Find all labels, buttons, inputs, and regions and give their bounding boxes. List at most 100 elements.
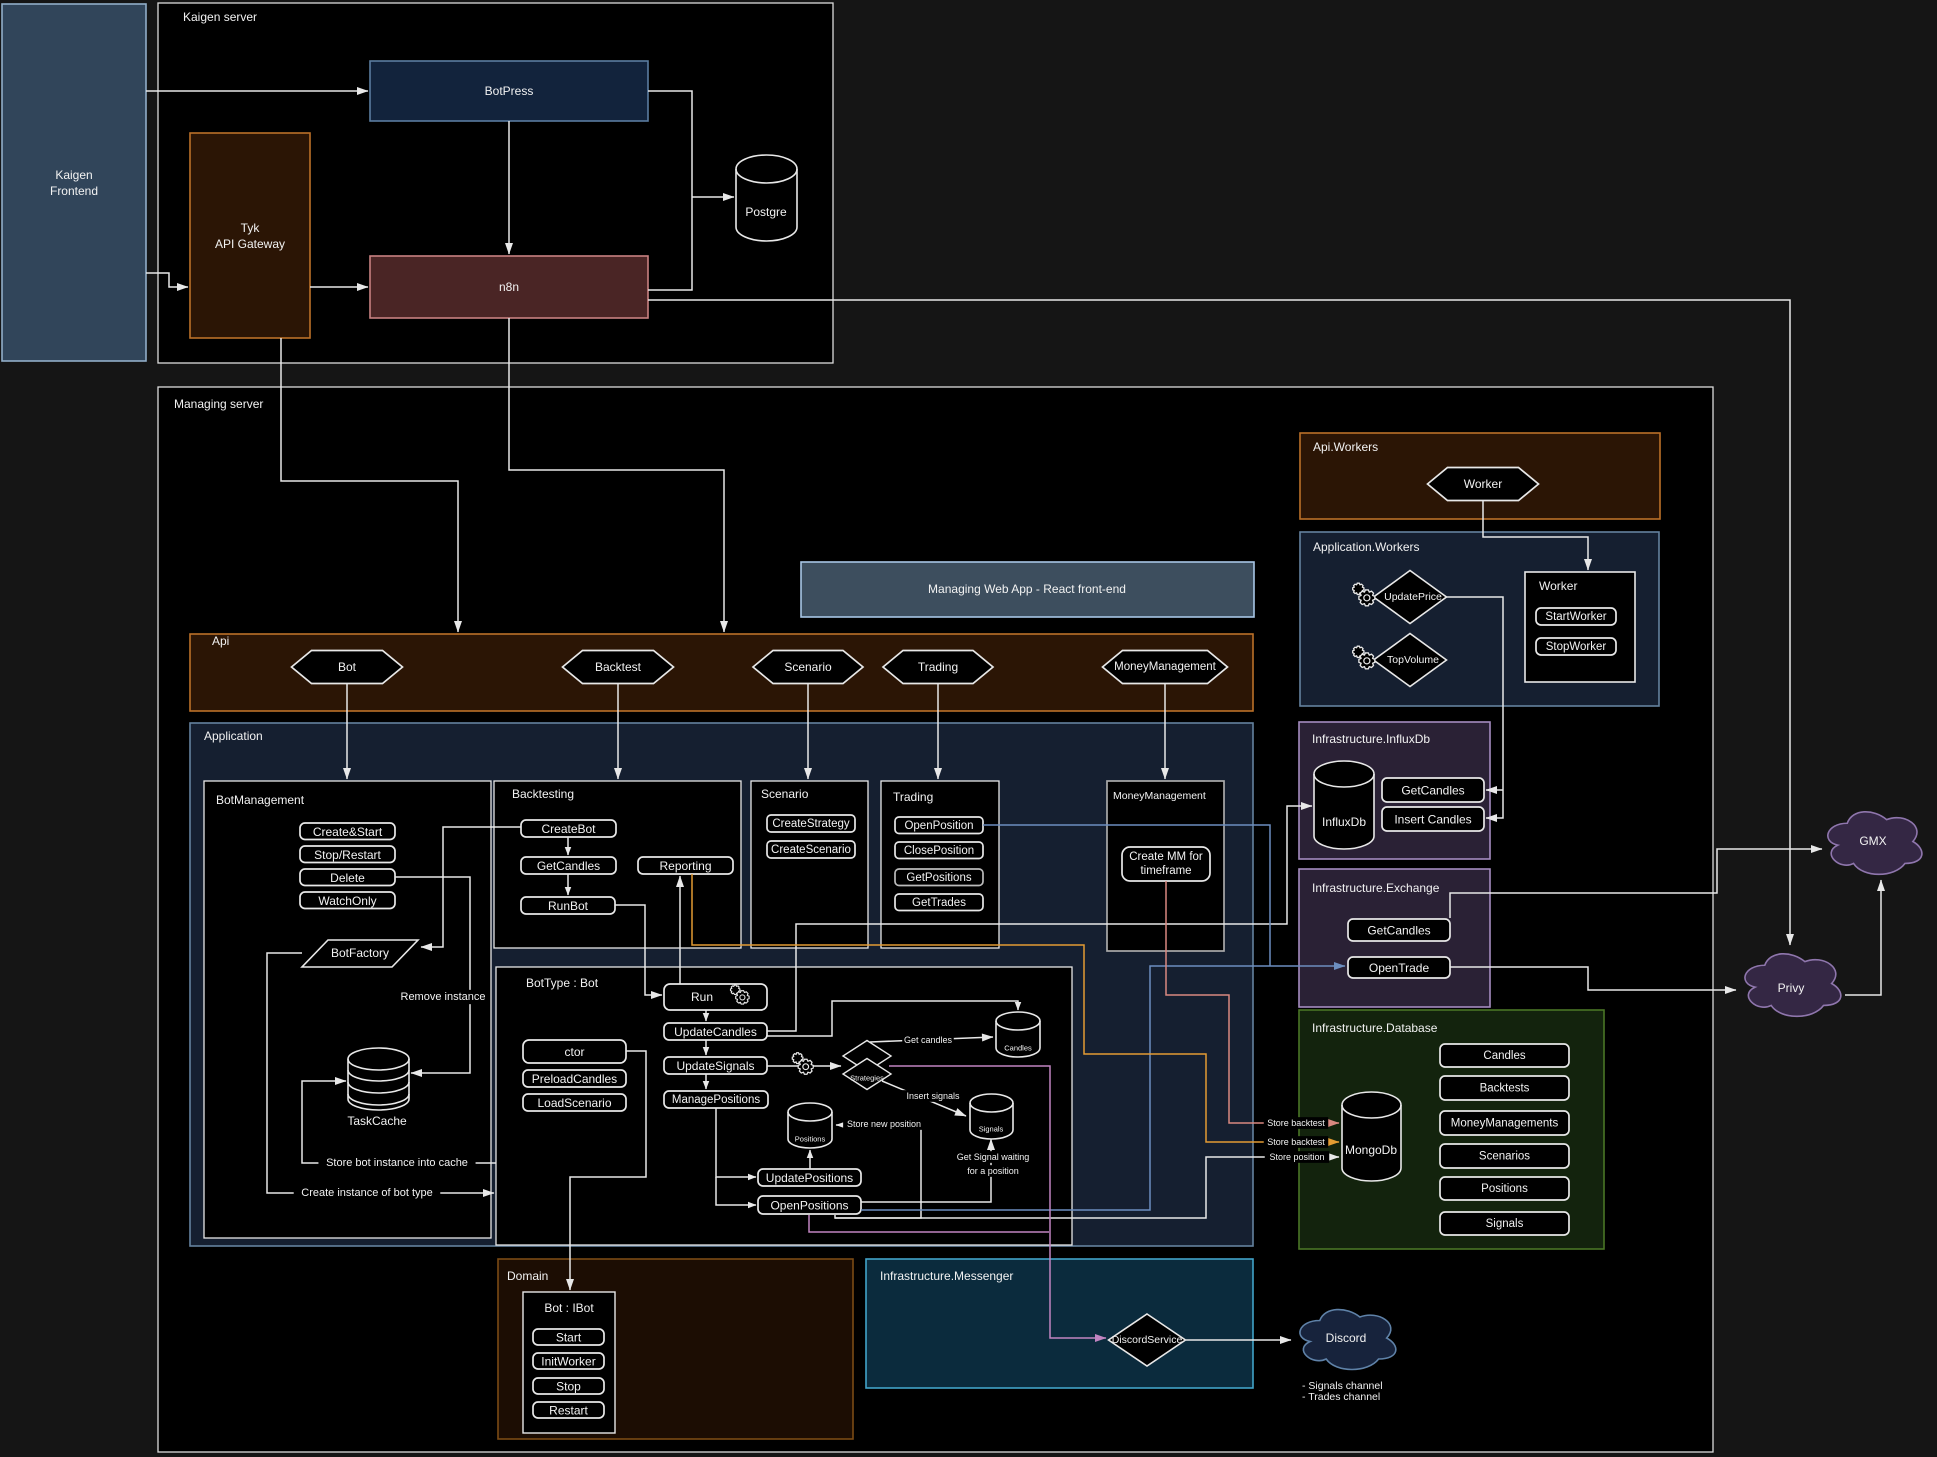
svg-text:MoneyManagement: MoneyManagement [1113,790,1206,802]
svg-text:Scenario: Scenario [761,787,809,801]
svg-text:Managing Web App - React front: Managing Web App - React front-end [928,582,1126,596]
svg-text:Application: Application [204,729,263,743]
svg-text:Api: Api [212,634,229,648]
svg-text:DiscordService: DiscordService [1112,1334,1183,1346]
svg-text:Tyk: Tyk [241,221,261,235]
svg-text:CreateBot: CreateBot [541,822,596,836]
svg-text:for a position: for a position [967,1166,1019,1176]
svg-text:OpenPosition: OpenPosition [904,820,973,832]
svg-text:TopVolume: TopVolume [1387,654,1439,666]
svg-text:Insert signals: Insert signals [906,1091,960,1101]
svg-text:Signals: Signals [1486,1218,1524,1230]
svg-text:Restart: Restart [549,1404,588,1418]
svg-text:Remove instance: Remove instance [401,991,486,1003]
svg-text:Infrastructure.Messenger: Infrastructure.Messenger [880,1269,1013,1283]
svg-text:Insert Candles: Insert Candles [1394,813,1471,827]
svg-text:InitWorker: InitWorker [541,1355,595,1369]
svg-text:ManagePositions: ManagePositions [672,1094,760,1106]
svg-text:Backtest: Backtest [595,660,642,674]
svg-text:Run: Run [691,990,713,1004]
svg-text:GetCandles: GetCandles [1367,924,1430,938]
svg-text:Discord: Discord [1326,1331,1367,1345]
svg-text:Strategies: Strategies [850,1074,884,1083]
svg-text:Application.Workers: Application.Workers [1313,540,1420,554]
svg-text:CreateStrategy: CreateStrategy [772,818,850,830]
svg-text:InfluxDb: InfluxDb [1322,815,1366,829]
svg-text:MoneyManagements: MoneyManagements [1451,1118,1559,1130]
svg-text:Positions: Positions [1481,1183,1528,1195]
svg-text:Store position: Store position [1269,1152,1324,1162]
svg-text:Store backtest: Store backtest [1267,1137,1325,1147]
svg-text:Api.Workers: Api.Workers [1313,440,1378,454]
svg-text:Kaigen: Kaigen [55,168,92,182]
svg-text:Backtests: Backtests [1480,1083,1530,1095]
svg-text:MongoDb: MongoDb [1345,1143,1397,1157]
svg-text:MoneyManagement: MoneyManagement [1114,661,1216,673]
svg-text:UpdatePrice: UpdatePrice [1384,591,1442,603]
svg-text:Trading: Trading [893,790,933,804]
svg-text:Positions: Positions [795,1135,826,1144]
svg-text:ClosePosition: ClosePosition [904,845,974,857]
svg-text:WatchOnly: WatchOnly [318,894,376,908]
svg-text:OpenTrade: OpenTrade [1369,961,1430,975]
svg-text:- Signals channel: - Signals channel [1302,1380,1383,1392]
svg-text:GetPositions: GetPositions [906,872,971,884]
svg-text:Store bot instance into cache: Store bot instance into cache [326,1157,468,1169]
svg-text:Create&Start: Create&Start [313,825,383,839]
svg-text:CreateScenario: CreateScenario [771,844,851,856]
svg-text:Get Signal waiting: Get Signal waiting [957,1152,1030,1162]
svg-text:Infrastructure.Database: Infrastructure.Database [1312,1021,1438,1035]
svg-text:OpenPositions: OpenPositions [770,1199,848,1213]
svg-text:Candles: Candles [1483,1050,1525,1062]
svg-text:BotPress: BotPress [485,84,534,98]
svg-text:Scenario: Scenario [784,660,832,674]
svg-text:LoadScenario: LoadScenario [537,1096,611,1110]
svg-text:Domain: Domain [507,1269,548,1283]
svg-text:StopWorker: StopWorker [1546,641,1607,653]
svg-text:API Gateway: API Gateway [215,237,285,251]
svg-text:Get candles: Get candles [904,1035,953,1045]
svg-text:Start: Start [556,1331,582,1345]
svg-text:Delete: Delete [330,871,365,885]
svg-text:RunBot: RunBot [548,899,589,913]
svg-text:Bot : IBot: Bot : IBot [544,1301,594,1315]
svg-text:GetCandles: GetCandles [537,859,600,873]
svg-text:Scenarios: Scenarios [1479,1151,1530,1163]
svg-text:UpdatePositions: UpdatePositions [766,1171,853,1185]
svg-text:timeframe: timeframe [1140,865,1191,877]
svg-text:Backtesting: Backtesting [512,787,574,801]
svg-text:n8n: n8n [499,280,519,294]
svg-text:Candles: Candles [1004,1044,1032,1053]
svg-text:BotManagement: BotManagement [216,793,305,807]
svg-text:Worker: Worker [1539,579,1577,593]
svg-text:Store new position: Store new position [847,1119,921,1129]
svg-text:GMX: GMX [1859,834,1886,848]
svg-text:StartWorker: StartWorker [1545,611,1606,623]
svg-text:Trading: Trading [918,660,958,674]
svg-text:Stop: Stop [556,1380,581,1394]
svg-text:TaskCache: TaskCache [347,1114,407,1128]
svg-text:Infrastructure.InfluxDb: Infrastructure.InfluxDb [1312,732,1430,746]
svg-text:Store backtest: Store backtest [1267,1118,1325,1128]
svg-text:Signals: Signals [979,1125,1004,1134]
svg-text:Reporting: Reporting [659,859,711,873]
svg-text:Worker: Worker [1464,477,1502,491]
svg-text:Frontend: Frontend [50,184,98,198]
svg-text:Infrastructure.Exchange: Infrastructure.Exchange [1312,881,1440,895]
svg-text:Managing server: Managing server [174,397,263,411]
svg-text:UpdateCandles: UpdateCandles [674,1025,757,1039]
svg-text:Postgre: Postgre [745,205,787,219]
svg-text:Create instance of bot type: Create instance of bot type [301,1187,432,1199]
svg-text:- Trades channel: - Trades channel [1302,1391,1380,1403]
svg-text:GetTrades: GetTrades [912,897,966,909]
svg-text:BotType : Bot: BotType : Bot [526,976,599,990]
svg-text:Privy: Privy [1778,981,1805,995]
svg-text:ctor: ctor [564,1045,584,1059]
svg-text:Bot: Bot [338,660,357,674]
svg-text:GetCandles: GetCandles [1401,784,1464,798]
svg-text:Stop/Restart: Stop/Restart [314,848,381,862]
svg-text:Create MM for: Create MM for [1129,851,1203,863]
svg-text:UpdateSignals: UpdateSignals [676,1059,754,1073]
svg-text:BotFactory: BotFactory [331,946,389,960]
svg-text:Kaigen server: Kaigen server [183,10,257,24]
